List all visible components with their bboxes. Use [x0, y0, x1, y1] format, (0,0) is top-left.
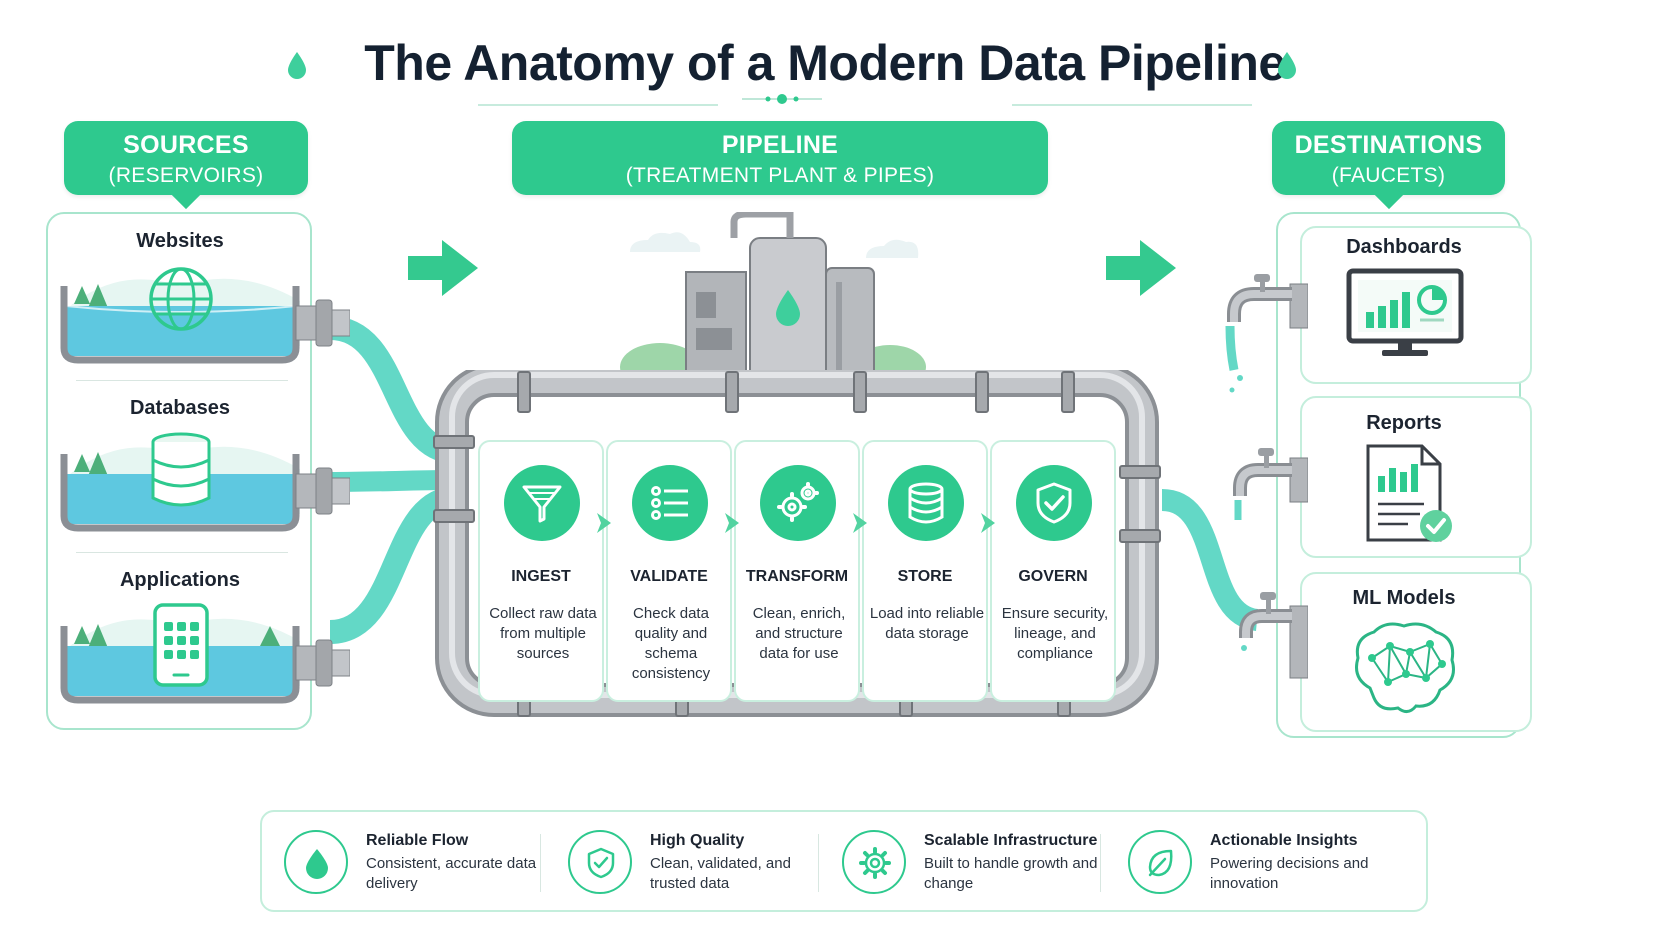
- pipeline-header-title: PIPELINE: [721, 131, 839, 159]
- benefit-description: Powering decisions and innovation: [1210, 855, 1369, 892]
- pipeline-header-subtitle: (TREATMENT PLANT & PIPES): [625, 164, 935, 187]
- water-drop-icon: [288, 52, 306, 79]
- shield-check-icon: [587, 847, 615, 879]
- stage-ingest: INGEST Collect raw data from multiple so…: [478, 440, 604, 702]
- faucet-icon: [1225, 274, 1308, 393]
- stage-name: TRANSFORM: [745, 568, 849, 585]
- flow-arrow-icon: [408, 240, 478, 296]
- benefit-description: Clean, validated, and trusted data: [650, 855, 791, 892]
- benefit-icon-badge: [568, 830, 632, 894]
- source-label: Applications: [119, 569, 240, 591]
- benefit-title: Reliable Flow: [366, 832, 469, 849]
- chevron-right-icon: [725, 513, 739, 533]
- source-label: Databases: [129, 397, 231, 419]
- title-divider: [1012, 104, 1252, 106]
- page-title: The Anatomy of a Modern Data Pipeline: [364, 35, 1286, 91]
- destination-label: Reports: [1366, 412, 1442, 434]
- benefit-description: Consistent, accurate data delivery: [366, 855, 537, 892]
- stage-description: Load into reliable data storage: [869, 605, 985, 642]
- stage-transform: TRANSFORM Clean, enrich, and structure d…: [734, 440, 860, 702]
- pipeline-header: PIPELINE (TREATMENT PLANT & PIPES): [512, 121, 1048, 195]
- stage-store: STORE Load into reliable data storage: [862, 440, 988, 702]
- database-icon: [151, 432, 211, 507]
- reservoir: [60, 278, 350, 364]
- benefit-item: Scalable Infrastructure Built to handle …: [832, 812, 1122, 912]
- title-ornament: [742, 94, 822, 104]
- benefit-divider: [818, 834, 819, 892]
- water-drop-icon: [306, 849, 328, 879]
- stage-description: Collect raw data from multiple sources: [489, 605, 597, 662]
- stage-description: Check data quality and schema consistenc…: [631, 605, 711, 682]
- chevron-right-icon: [853, 513, 867, 533]
- destination-label: Dashboards: [1346, 236, 1462, 258]
- faucet-icon: [1239, 592, 1308, 679]
- destinations-header-subtitle: (FAUCETS): [1331, 164, 1446, 187]
- stage-description: Ensure security, lineage, and compliance: [1001, 605, 1109, 662]
- stage-icon-badge: [760, 465, 836, 541]
- benefit-icon-badge: [1128, 830, 1192, 894]
- sources-header-subtitle: (RESERVOIRS): [108, 164, 264, 187]
- benefit-title: High Quality: [650, 832, 745, 849]
- source-label: Websites: [136, 230, 224, 252]
- filter-funnel-icon: [522, 485, 562, 523]
- stage-icon-badge: [504, 465, 580, 541]
- benefit-item: High Quality Clean, validated, and trust…: [558, 812, 818, 912]
- stage-icon-badge: [632, 465, 708, 541]
- benefit-icon-badge: [284, 830, 348, 894]
- monitor-chart-icon: [1346, 268, 1464, 356]
- mobile-app-icon: [153, 603, 209, 687]
- stage-description: Clean, enrich, and structure data for us…: [752, 605, 846, 662]
- benefit-item: Actionable Insights Powering decisions a…: [1118, 812, 1418, 912]
- benefit-icon-badge: [842, 830, 906, 894]
- stage-name: VALIDATE: [630, 568, 708, 585]
- title-divider: [478, 104, 718, 106]
- chevron-right-icon: [981, 513, 995, 533]
- faucet-icon: [1233, 448, 1308, 520]
- benefits-bar: Reliable Flow Consistent, accurate data …: [260, 810, 1428, 912]
- checklist-icon: [651, 486, 688, 520]
- stage-govern: GOVERN Ensure security, lineage, and com…: [990, 440, 1116, 702]
- destinations-header: DESTINATIONS (FAUCETS): [1272, 121, 1505, 210]
- treatment-plant: [620, 212, 926, 390]
- stage-validate: VALIDATE Check data quality and schema c…: [606, 440, 732, 702]
- stage-icon-badge: [888, 465, 964, 541]
- sources-header-title: SOURCES: [123, 131, 249, 159]
- destination-label: ML Models: [1352, 587, 1456, 609]
- panel-divider: [76, 380, 288, 381]
- water-stream: [1162, 489, 1260, 631]
- globe-icon: [149, 267, 213, 331]
- stage-name: STORE: [897, 568, 953, 585]
- flow-arrow-icon: [1106, 240, 1176, 296]
- water-drop-icon: [1278, 52, 1296, 79]
- stage-icon-badge: [1016, 465, 1092, 541]
- chevron-right-icon: [597, 513, 611, 533]
- benefit-description: Built to handle growth and change: [924, 855, 1098, 892]
- benefit-divider: [1100, 834, 1101, 892]
- sources-header: SOURCES (RESERVOIRS): [64, 121, 308, 210]
- stage-name: GOVERN: [1018, 568, 1088, 585]
- benefit-title: Actionable Insights: [1210, 832, 1358, 849]
- gears-icon: [777, 482, 819, 522]
- benefit-title: Scalable Infrastructure: [924, 832, 1098, 849]
- database-icon: [908, 482, 944, 524]
- panel-divider: [76, 552, 288, 553]
- report-document-icon: [1366, 444, 1452, 542]
- benefit-item: Reliable Flow Consistent, accurate data …: [274, 812, 536, 912]
- leaf-icon: [1148, 849, 1173, 877]
- benefit-divider: [540, 834, 541, 892]
- stage-name: INGEST: [511, 568, 571, 585]
- brain-network-icon: [1355, 622, 1455, 713]
- shield-check-icon: [1036, 482, 1072, 524]
- destinations-header-title: DESTINATIONS: [1294, 131, 1483, 159]
- gear-icon: [859, 847, 891, 879]
